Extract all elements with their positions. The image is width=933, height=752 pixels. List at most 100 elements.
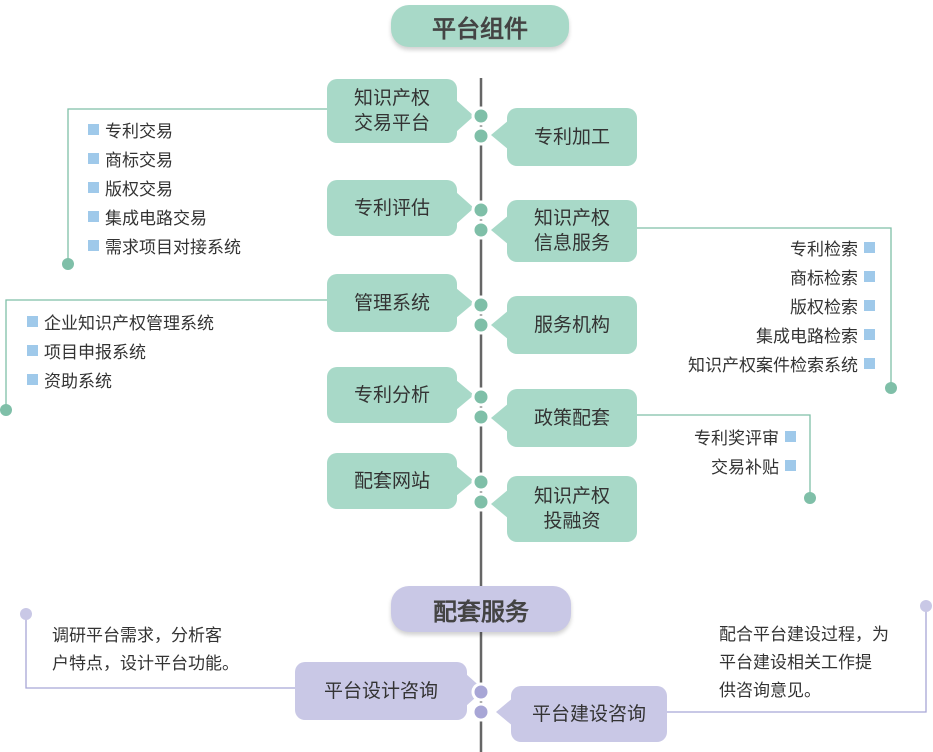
list-item: 项目申报系统 <box>27 336 214 365</box>
header-platform-components: 平台组件 <box>391 5 569 47</box>
bullet-square-icon <box>864 242 875 253</box>
node-platform-design-consulting: 平台设计咨询 <box>295 662 467 720</box>
node-pointer <box>491 310 509 340</box>
bullet-square-icon <box>88 211 99 222</box>
list-item: 需求项目对接系统 <box>88 231 241 260</box>
node-pointer <box>456 288 474 318</box>
list-item: 专利检索 <box>688 233 875 262</box>
bullet-square-icon <box>88 124 99 135</box>
list-item: 版权交易 <box>88 173 241 202</box>
node-ip-financing: 知识产权投融资 <box>507 476 637 542</box>
bracket-build <box>667 606 927 713</box>
spine-dot <box>471 702 491 722</box>
bullet-square-icon <box>864 358 875 369</box>
node-pointer <box>491 403 509 433</box>
bracket-end-dot <box>0 404 12 416</box>
node-pointer <box>491 215 509 245</box>
node-label: 知识产权 <box>533 207 610 230</box>
node-pointer <box>491 489 509 519</box>
bullet-square-icon <box>27 374 38 385</box>
node-label: 平台建设咨询 <box>531 702 646 725</box>
node-service-agency: 服务机构 <box>507 296 637 354</box>
spine-dot <box>471 492 491 512</box>
build-consulting-description: 配合平台建设过程，为 平台建设相关工作提 供咨询意见。 <box>719 625 889 701</box>
node-label: 知识产权 <box>353 87 430 110</box>
node-ip-trading-platform: 知识产权交易平台 <box>327 79 457 143</box>
list-item: 交易补贴 <box>694 451 796 480</box>
spine-dot <box>471 200 491 220</box>
spine-dot <box>471 106 491 126</box>
spine-dot <box>471 220 491 240</box>
node-pointer <box>456 192 474 224</box>
spine-dot <box>471 295 491 315</box>
node-label: 配套网站 <box>353 469 430 492</box>
management-items-list: 企业知识产权管理系统 项目申报系统 资助系统 <box>27 307 214 394</box>
trading-items-list: 专利交易 商标交易 版权交易 集成电路交易 需求项目对接系统 <box>88 115 241 260</box>
list-item: 资助系统 <box>27 365 214 394</box>
node-pointer <box>456 380 474 410</box>
spine-dot <box>471 126 491 146</box>
spine-dot <box>471 315 491 335</box>
list-item: 专利奖评审 <box>694 422 796 451</box>
bullet-square-icon <box>864 271 875 282</box>
node-label: 管理系统 <box>353 291 430 314</box>
node-label: 信息服务 <box>533 232 610 254</box>
bullet-square-icon <box>88 182 99 193</box>
node-platform-build-consulting: 平台建设咨询 <box>511 686 667 742</box>
header-supporting-services: 配套服务 <box>391 586 571 632</box>
spine-dot <box>471 472 491 492</box>
bullet-square-icon <box>27 316 38 327</box>
node-label: 平台设计咨询 <box>323 679 438 702</box>
node-management-system: 管理系统 <box>327 274 457 332</box>
node-pointer <box>496 697 514 727</box>
bracket-end-dot <box>920 600 932 612</box>
bracket-management <box>5 299 327 410</box>
bullet-square-icon <box>88 153 99 164</box>
bullet-square-icon <box>88 240 99 251</box>
list-item: 集成电路检索 <box>688 320 875 349</box>
spine-dot <box>471 682 491 702</box>
node-patent-processing: 专利加工 <box>507 108 637 166</box>
list-item: 专利交易 <box>88 115 241 144</box>
node-patent-analysis: 专利分析 <box>327 367 457 423</box>
policy-items-list: 专利奖评审 交易补贴 <box>694 422 796 480</box>
node-pointer <box>456 466 474 496</box>
node-pointer <box>456 100 474 132</box>
node-label: 知识产权 <box>533 485 610 508</box>
bullet-square-icon <box>785 460 796 471</box>
spine-dot <box>471 387 491 407</box>
bullet-square-icon <box>27 345 38 356</box>
design-consulting-description: 调研平台需求，分析客 户特点，设计平台功能。 <box>52 626 239 674</box>
node-label: 服务机构 <box>533 313 610 336</box>
node-label: 投融资 <box>543 510 601 532</box>
bracket-policy <box>636 414 811 498</box>
bullet-square-icon <box>785 431 796 442</box>
list-item: 企业知识产权管理系统 <box>27 307 214 336</box>
bracket-end-dot <box>885 382 897 394</box>
node-label: 专利评估 <box>353 196 430 219</box>
node-pointer <box>491 120 509 150</box>
node-label: 专利加工 <box>533 125 610 148</box>
node-label: 专利分析 <box>353 383 430 406</box>
node-support-website: 配套网站 <box>327 453 457 509</box>
bracket-end-dot <box>62 258 74 270</box>
list-item: 版权检索 <box>688 291 875 320</box>
node-label: 交易平台 <box>353 112 430 134</box>
node-policy-support: 政策配套 <box>507 389 637 447</box>
bullet-square-icon <box>864 329 875 340</box>
node-label: 政策配套 <box>533 406 610 429</box>
node-patent-evaluation: 专利评估 <box>327 180 457 236</box>
bracket-design <box>25 614 295 689</box>
bracket-trading <box>67 108 327 264</box>
bracket-end-dot <box>20 608 32 620</box>
node-ip-info-service: 知识产权信息服务 <box>507 200 637 262</box>
list-item: 商标检索 <box>688 262 875 291</box>
list-item: 商标交易 <box>88 144 241 173</box>
info-service-items-list: 专利检索 商标检索 版权检索 集成电路检索 知识产权案件检索系统 <box>688 233 875 378</box>
bullet-square-icon <box>864 300 875 311</box>
spine-dot <box>471 407 491 427</box>
bracket-end-dot <box>804 492 816 504</box>
list-item: 集成电路交易 <box>88 202 241 231</box>
bracket-info-service <box>636 227 892 388</box>
